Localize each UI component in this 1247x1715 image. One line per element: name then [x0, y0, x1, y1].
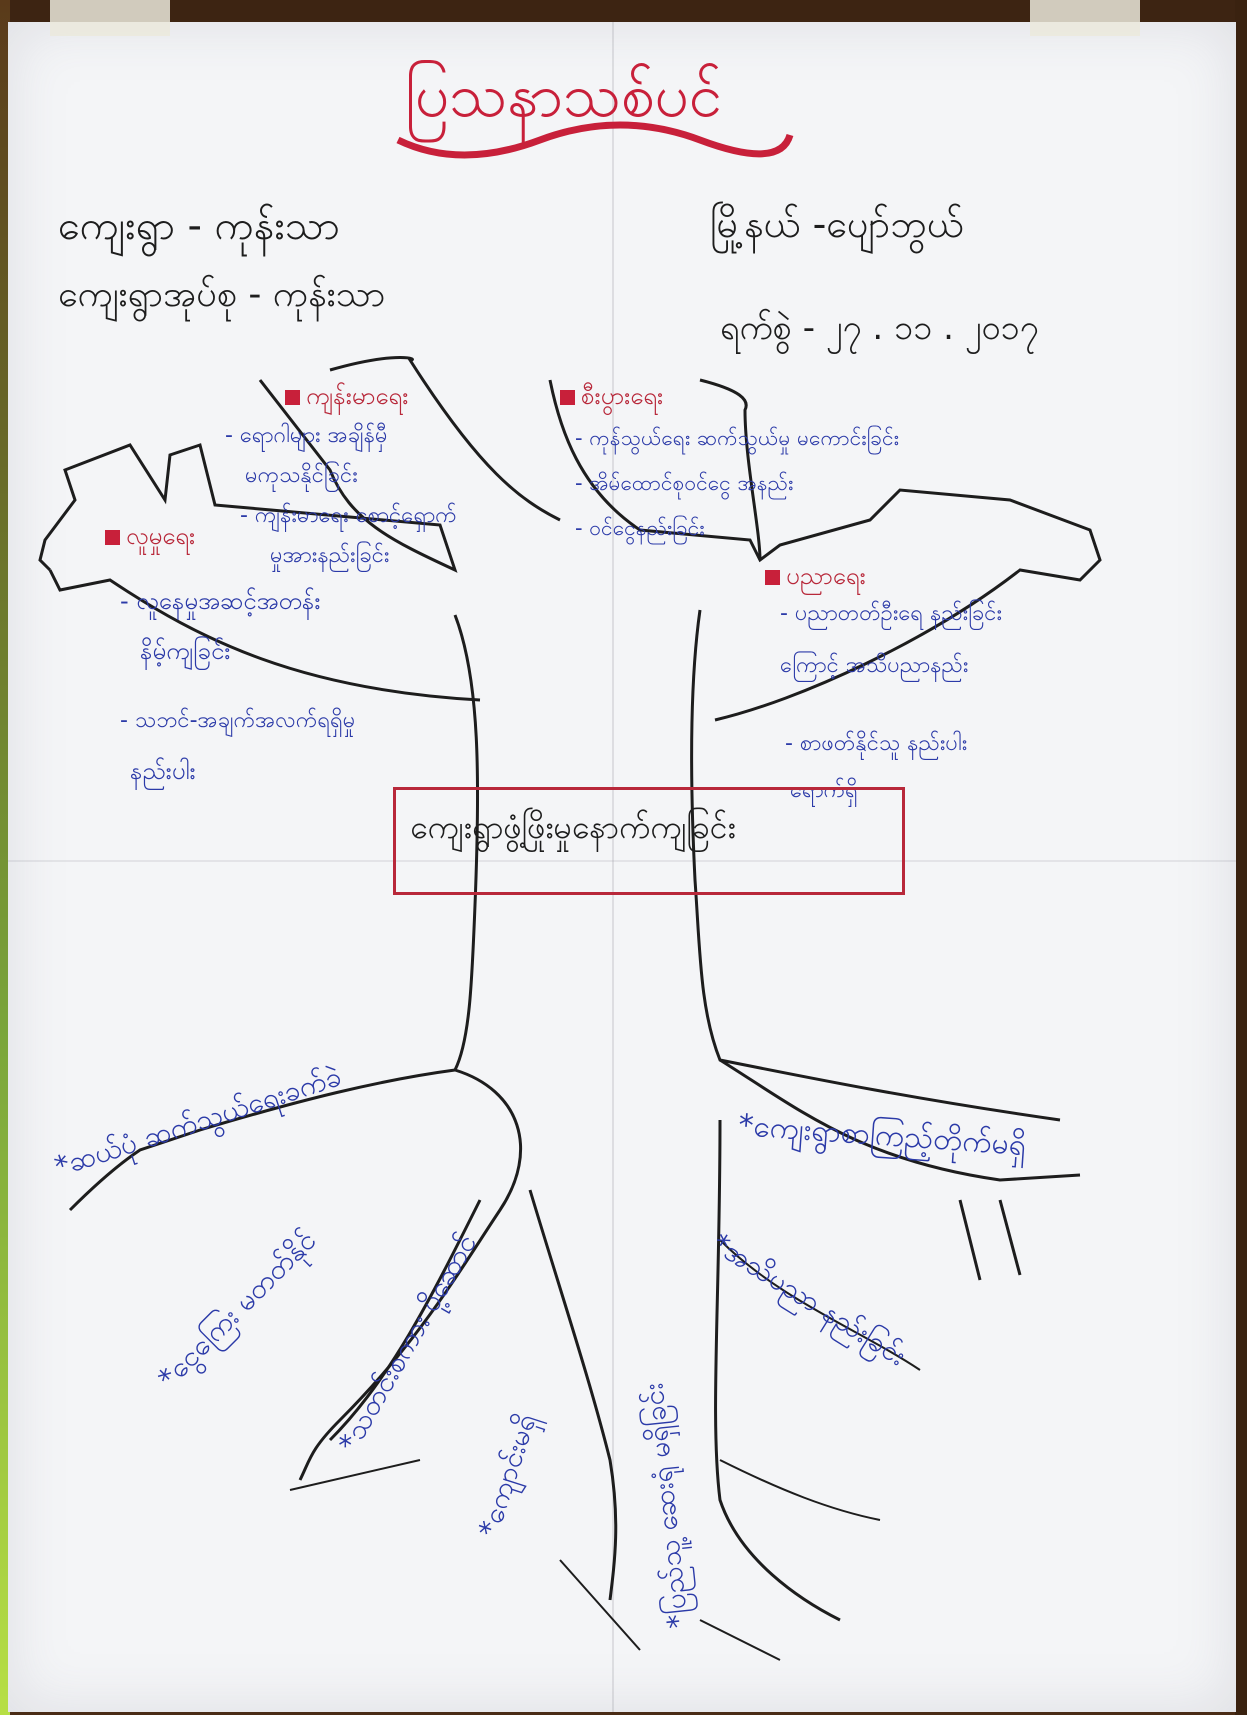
core-problem-box	[393, 787, 905, 895]
health-item-2: မကုသနိုင်ခြင်း	[245, 463, 358, 488]
paper-fold-horizontal	[8, 860, 1236, 862]
poster-title: ပြသနာသစ်ပင်	[405, 61, 723, 131]
wall-left	[0, 0, 10, 1715]
core-problem-text: ကျေးရွာဖွံ့ဖြိုးမှုနောက်ကျခြင်း	[410, 808, 736, 846]
bullet-icon	[285, 389, 300, 405]
education-item-1: - ပညာတတ်ဦးရေ နည်းခြင်း	[780, 601, 1003, 626]
village-tract-label: ကျေးရွာအုပ်စု - ကုန်းသာ	[58, 274, 386, 315]
social-item-3: - သဘင်-အချက်အလက်ရရှိမှု	[120, 708, 356, 733]
section-social-heading: လူမှုရေး	[105, 520, 195, 556]
section-health-heading: ကျန်းမာရေး	[285, 380, 408, 416]
economy-item-2: - အိမ်ထောင်စုဝင်ငွေ အနည်း	[575, 471, 794, 495]
education-item-2: ကြောင့် အသိပညာနည်း	[780, 653, 969, 678]
health-item-3: - ကျန်းမာရေး စောင့်ရှောက်	[240, 503, 457, 528]
economy-item-1: - ကုန်သွယ်ရေး ဆက်သွယ်မှု မကောင်းခြင်း	[575, 426, 899, 450]
tape-right	[1030, 0, 1140, 36]
social-item-1: - လူနေမှုအဆင့်အတန်း	[120, 587, 321, 615]
health-item-4: မှုအားနည်းခြင်း	[270, 543, 390, 568]
education-item-3: - စာဖတ်နိုင်သူ နည်းပါး	[785, 731, 968, 756]
health-item-1: - ရောဂါများ အချိန်မှီ	[225, 423, 388, 448]
economy-item-3: - ဝင်ငွေနည်းခြင်း	[575, 516, 705, 540]
village-label: ကျေးရွာ - ကုန်းသာ	[58, 203, 340, 249]
township-label: မြို့နယ် -ပျော်ဘွယ်	[710, 202, 964, 246]
section-education-heading: ပညာရေး	[765, 560, 866, 596]
wall-right	[1235, 0, 1247, 1715]
bullet-icon	[560, 389, 575, 405]
paper-fold-vertical	[612, 22, 614, 1712]
tape-left	[50, 0, 170, 36]
bullet-icon	[105, 529, 120, 545]
poster-paper	[8, 22, 1236, 1712]
social-item-2: နိမ့်ကျခြင်း	[140, 637, 231, 665]
education-item-4: ရောက်ရှိ	[790, 778, 858, 803]
bullet-icon	[765, 569, 780, 585]
social-item-4: နည်းပါး	[130, 757, 196, 785]
date-label: ရက်စွဲ - ၂၇ . ၁၁ . ၂၀၁၇	[720, 308, 1039, 348]
section-economy-heading: စီးပွားရေး	[560, 380, 663, 416]
